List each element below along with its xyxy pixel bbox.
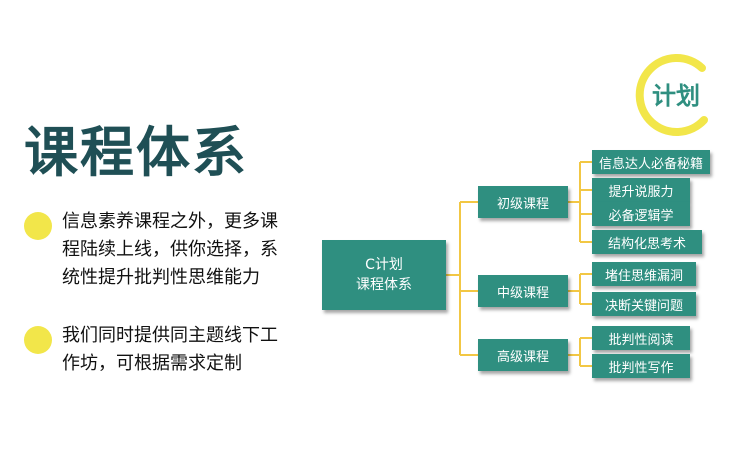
- course-node: 提升说服力: [592, 178, 690, 202]
- level-node-advanced: 高级课程: [478, 339, 568, 371]
- course-label: 必备逻辑学: [608, 208, 674, 224]
- course-label: 决断关键问题: [604, 298, 683, 314]
- course-label: 批判性阅读: [608, 332, 674, 348]
- course-node: 信息达人必备秘籍: [592, 150, 710, 174]
- root-node: C计划 课程体系: [322, 240, 446, 310]
- root-node-line1: C计划: [365, 257, 403, 273]
- level-label: 初级课程: [496, 196, 549, 212]
- course-label: 信息达人必备秘籍: [598, 156, 703, 172]
- bullet-item: 信息素养课程之外，更多课程陆续上线，供你选择，系统性提升批判性思维能力: [24, 208, 292, 324]
- course-label: 提升说服力: [608, 184, 674, 200]
- level-node-intermediate: 中级课程: [478, 275, 568, 307]
- course-node: 必备逻辑学: [592, 202, 690, 226]
- page-title: 课程体系: [24, 121, 248, 184]
- course-node: 批判性写作: [592, 354, 690, 378]
- level-label: 高级课程: [496, 349, 549, 365]
- bullet-text: 我们同时提供同主题线下工作坊，可根据需求定制: [62, 325, 278, 374]
- connector-lines: [446, 161, 592, 367]
- course-label: 堵住思维漏洞: [604, 268, 683, 284]
- course-node: 批判性阅读: [592, 326, 690, 350]
- bullet-dot-icon: [24, 326, 52, 354]
- bullet-item: 我们同时提供同主题线下工作坊，可根据需求定制: [24, 322, 292, 382]
- level-node-beginner: 初级课程: [478, 186, 568, 218]
- course-tree-diagram: C计划 课程体系 初级课程 中级课程 高级课程 信息达人必备秘籍 提升说服力 必…: [300, 140, 740, 400]
- bullet-dot-icon: [24, 212, 52, 240]
- bullet-text: 信息素养课程之外，更多课程陆续上线，供你选择，系统性提升批判性思维能力: [62, 211, 278, 288]
- c-plan-logo-icon: 计划: [635, 54, 708, 136]
- course-node: 堵住思维漏洞: [592, 262, 696, 286]
- course-label: 批判性写作: [608, 360, 674, 376]
- logo-text: 计划: [652, 82, 700, 110]
- course-label: 结构化思考术: [607, 236, 686, 252]
- level-label: 中级课程: [496, 285, 549, 301]
- course-node: 结构化思考术: [592, 230, 702, 254]
- root-node-line2: 课程体系: [356, 277, 412, 293]
- course-node: 决断关键问题: [592, 292, 696, 316]
